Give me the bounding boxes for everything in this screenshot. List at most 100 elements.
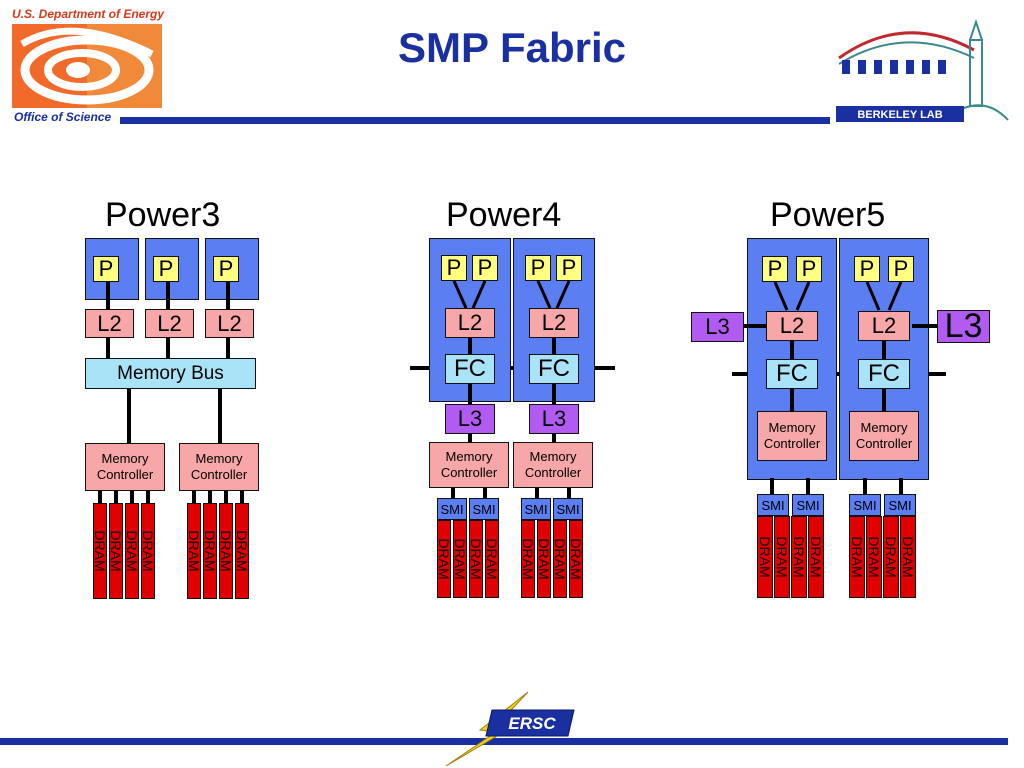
footer-divider bbox=[0, 738, 1008, 745]
dram-module: DRAM bbox=[140, 503, 156, 599]
doe-office-text: Office of Science bbox=[14, 110, 112, 124]
processor-box: P bbox=[213, 256, 239, 282]
processor-box: P bbox=[472, 255, 498, 281]
smi-chip: SMI bbox=[553, 498, 583, 520]
smi-chip: SMI bbox=[849, 494, 881, 516]
smi-chip: SMI bbox=[521, 498, 551, 520]
connector bbox=[882, 389, 886, 411]
connector bbox=[468, 338, 472, 354]
connector bbox=[552, 384, 556, 404]
connector bbox=[535, 488, 539, 498]
connector bbox=[130, 491, 134, 503]
connector bbox=[114, 491, 118, 503]
dram-module: DRAM bbox=[92, 503, 108, 599]
dram-module: DRAM bbox=[900, 516, 916, 598]
connector bbox=[451, 488, 455, 498]
smi-chip: SMI bbox=[437, 498, 467, 520]
dram-module: DRAM bbox=[484, 520, 500, 598]
fabric-controller: FC bbox=[858, 359, 910, 389]
l2-cache: L2 bbox=[766, 311, 818, 341]
connector bbox=[770, 478, 774, 494]
connector bbox=[744, 324, 768, 328]
page-title: SMP Fabric bbox=[398, 24, 626, 71]
connector bbox=[166, 282, 170, 310]
l2-cache: L2 bbox=[445, 308, 495, 338]
l3-cache: L3 bbox=[529, 404, 579, 434]
dram-module: DRAM bbox=[124, 503, 140, 599]
smi-chip: SMI bbox=[469, 498, 499, 520]
processor-box: P bbox=[525, 255, 551, 281]
dram-module: DRAM bbox=[552, 520, 568, 598]
connector bbox=[226, 282, 230, 310]
connector bbox=[224, 491, 228, 503]
connector bbox=[899, 478, 903, 494]
processor-box: P bbox=[854, 256, 880, 282]
processor-box: P bbox=[153, 256, 179, 282]
connector bbox=[567, 488, 571, 498]
fabric-controller: FC bbox=[529, 354, 579, 384]
doe-swirl-logo bbox=[12, 24, 162, 108]
dram-module: DRAM bbox=[218, 503, 234, 599]
dram-module: DRAM bbox=[808, 516, 824, 598]
connector bbox=[192, 491, 196, 503]
dram-module: DRAM bbox=[520, 520, 536, 598]
connector bbox=[552, 434, 556, 442]
connector bbox=[912, 324, 938, 328]
processor-box: P bbox=[796, 256, 822, 282]
l3-cache: L3 bbox=[445, 404, 495, 434]
processor-box: P bbox=[441, 255, 467, 281]
dram-module: DRAM bbox=[536, 520, 552, 598]
processor-box: P bbox=[888, 256, 914, 282]
fabric-bus bbox=[410, 366, 615, 370]
connector bbox=[806, 478, 810, 494]
dram-module: DRAM bbox=[757, 516, 773, 598]
l2-cache: L2 bbox=[205, 309, 254, 338]
dram-module: DRAM bbox=[774, 516, 790, 598]
power5-heading: Power5 bbox=[770, 196, 886, 234]
connector bbox=[483, 488, 487, 498]
power3-heading: Power3 bbox=[105, 196, 221, 234]
connector bbox=[863, 478, 867, 494]
connector bbox=[127, 389, 131, 443]
dram-module: DRAM bbox=[791, 516, 807, 598]
power4-heading: Power4 bbox=[446, 196, 562, 234]
dram-module: DRAM bbox=[436, 520, 452, 598]
dram-module: DRAM bbox=[186, 503, 202, 599]
l2-cache: L2 bbox=[858, 311, 910, 341]
connector bbox=[468, 384, 472, 404]
dram-module: DRAM bbox=[866, 516, 882, 598]
l2-cache: L2 bbox=[529, 308, 579, 338]
connector bbox=[106, 338, 110, 358]
processor-box: P bbox=[762, 256, 788, 282]
berkeley-lab-text: BERKELEY LAB bbox=[857, 109, 942, 121]
l2-cache: L2 bbox=[85, 309, 134, 338]
connector bbox=[218, 389, 222, 443]
dram-module: DRAM bbox=[468, 520, 484, 598]
nersc-text: ERSC bbox=[508, 714, 556, 733]
nersc-lightning-icon: ERSC bbox=[445, 691, 575, 767]
fabric-controller: FC bbox=[766, 359, 818, 389]
connector bbox=[552, 338, 556, 354]
l3-cache: L3 bbox=[691, 312, 744, 342]
connector bbox=[226, 338, 230, 358]
processor-box: P bbox=[93, 256, 119, 282]
smi-chip: SMI bbox=[792, 494, 824, 516]
doe-top-text: U.S. Department of Energy bbox=[12, 7, 165, 21]
connector bbox=[98, 491, 102, 503]
l3-cache-large: L3 bbox=[937, 307, 990, 345]
connector bbox=[166, 338, 170, 358]
connector bbox=[146, 491, 150, 503]
memory-bus: Memory Bus bbox=[85, 358, 256, 389]
smi-chip: SMI bbox=[884, 494, 916, 516]
dram-module: DRAM bbox=[452, 520, 468, 598]
dram-module: DRAM bbox=[568, 520, 584, 598]
dram-module: DRAM bbox=[234, 503, 250, 599]
processor-box: P bbox=[556, 255, 582, 281]
dram-module: DRAM bbox=[849, 516, 865, 598]
